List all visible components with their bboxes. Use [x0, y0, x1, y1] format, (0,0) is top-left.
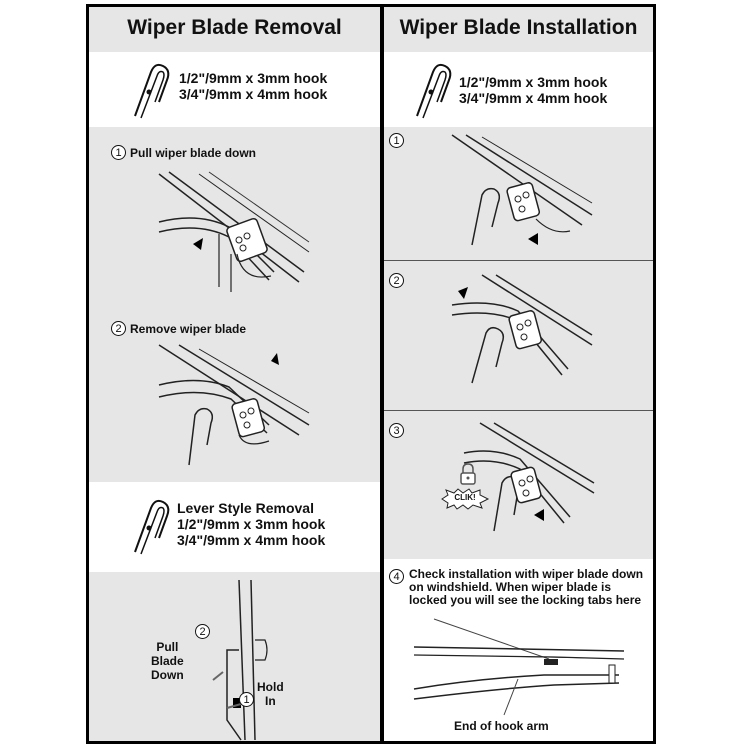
- removal-step1: 1 Pull wiper blade down: [111, 145, 256, 160]
- end-of-hook-arm-label: End of hook arm: [454, 719, 549, 733]
- remove-blade-illustration: [159, 345, 309, 470]
- installation-spec-line1: 1/2"/9mm x 3mm hook: [459, 74, 607, 90]
- removal-column: Wiper Blade Removal 1/2"/9mm x 3mm hook …: [89, 7, 380, 741]
- click-text: CLIK!: [442, 493, 488, 502]
- step-number: 1: [111, 145, 126, 160]
- installation-column: Wiper Blade Installation 1/2"/9mm x 3mm …: [384, 7, 653, 741]
- step-number: 2: [111, 321, 126, 336]
- arrow-left-icon: [534, 509, 544, 521]
- locking-tabs-illustration: [414, 619, 624, 719]
- lever-spec-line1: 1/2"/9mm x 3mm hook: [177, 516, 325, 532]
- lever-title: Lever Style Removal: [177, 500, 325, 516]
- installation-title: Wiper Blade Installation: [384, 16, 653, 40]
- arrow-up-right-icon: [271, 353, 279, 365]
- installation-hook-spec: 1/2"/9mm x 3mm hook 3/4"/9mm x 4mm hook: [384, 52, 653, 127]
- step-divider: [384, 410, 653, 411]
- installation-steps-panel: 1 2 3: [384, 127, 653, 559]
- lever-step1-number: 1: [239, 692, 254, 707]
- removal-spec-line2: 3/4"/9mm x 4mm hook: [179, 86, 327, 102]
- click-burst: CLIK!: [442, 489, 488, 509]
- removal-hook-spec: 1/2"/9mm x 3mm hook 3/4"/9mm x 4mm hook: [89, 52, 380, 127]
- removal-title: Wiper Blade Removal: [89, 16, 380, 40]
- lever-spec: Lever Style Removal 1/2"/9mm x 3mm hook …: [89, 482, 380, 572]
- install-step3-number: 3: [389, 423, 404, 438]
- arrow-up-left-icon: [458, 287, 468, 299]
- hook-icon: [127, 58, 187, 128]
- removal-steps-panel: 1 Pull wiper blade down 2 Remove wiper b…: [89, 127, 380, 482]
- removal-step1-label: Pull wiper blade down: [130, 146, 256, 160]
- padlock-icon: [458, 463, 478, 485]
- installation-header: Wiper Blade Installation: [384, 7, 653, 52]
- removal-step2: 2 Remove wiper blade: [111, 321, 246, 336]
- removal-header: Wiper Blade Removal: [89, 7, 380, 52]
- pull-blade-down-illustration: [159, 172, 309, 297]
- install-step1-illustration: [452, 135, 592, 250]
- install-step4-number: 4: [389, 569, 404, 584]
- install-step2-number: 2: [389, 273, 404, 288]
- installation-spec-line2: 3/4"/9mm x 4mm hook: [459, 90, 607, 106]
- removal-step2-label: Remove wiper blade: [130, 322, 246, 336]
- step-divider: [384, 260, 653, 261]
- removal-spec-line1: 1/2"/9mm x 3mm hook: [179, 70, 327, 86]
- hold-in-label: Hold In: [257, 680, 284, 708]
- arrow-left-icon: [528, 233, 538, 245]
- install-step1-number: 1: [389, 133, 404, 148]
- install-step4-text: Check installation with wiper blade down…: [409, 568, 647, 607]
- install-step4-panel: 4 Check installation with wiper blade do…: [384, 559, 653, 741]
- install-step2-illustration: [452, 275, 592, 390]
- pull-blade-down-label: Pull Blade Down: [151, 640, 184, 682]
- lever-step2-number: 2: [195, 624, 210, 639]
- lever-spec-line2: 3/4"/9mm x 4mm hook: [177, 532, 325, 548]
- lever-removal-illustration: [209, 580, 289, 740]
- lever-panel: 2 Pull Blade Down 1 Hold In: [89, 572, 380, 741]
- arrow-down-left-icon: [193, 238, 203, 250]
